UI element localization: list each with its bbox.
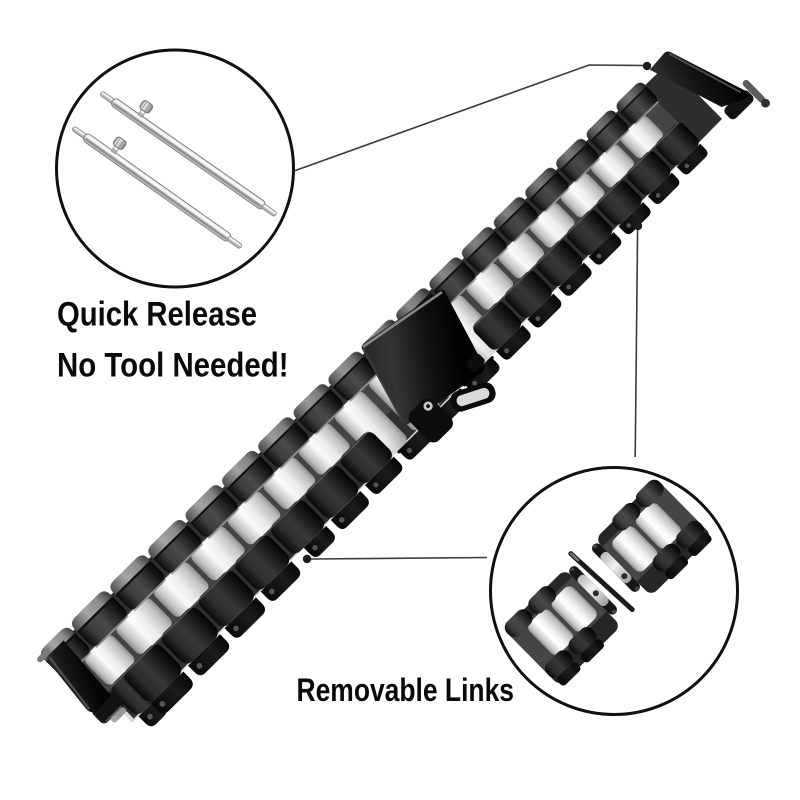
svg-text:Removable Links: Removable Links	[297, 672, 515, 708]
svg-text:No Tool Needed!: No Tool Needed!	[57, 347, 289, 385]
svg-text:Quick Release: Quick Release	[57, 296, 257, 334]
